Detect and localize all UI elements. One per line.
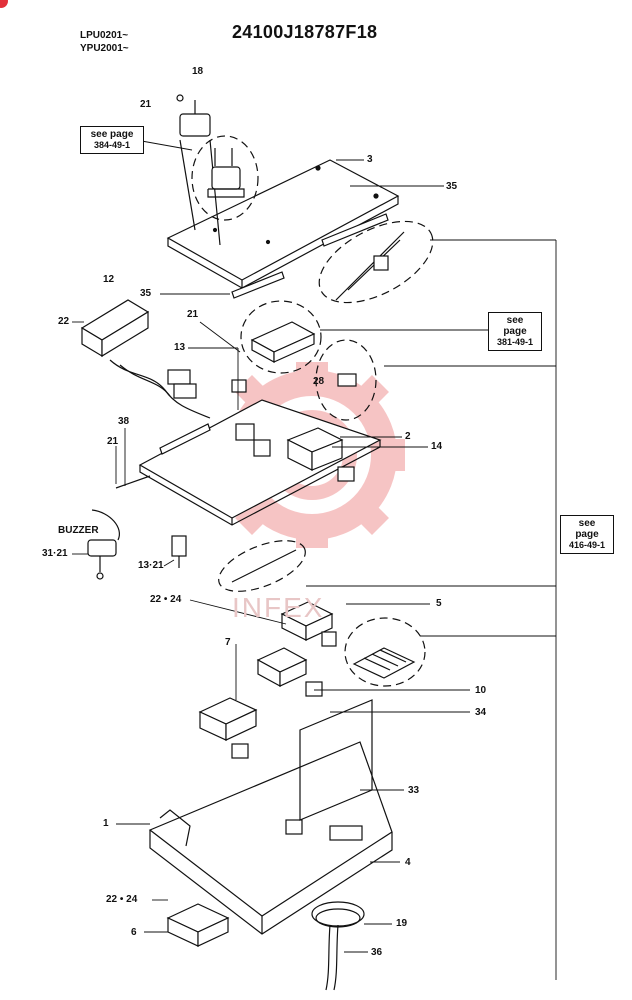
callout-38: 38 xyxy=(118,416,130,427)
module-5 xyxy=(280,601,337,647)
bottom-plate-1 xyxy=(148,699,393,935)
see-page-ref-381-line1: see xyxy=(506,315,524,326)
callout-31-21: 31·21 xyxy=(42,548,68,559)
callout-21: 21 xyxy=(107,436,119,447)
see-page-ref-416-line3: 416-49-1 xyxy=(568,540,606,550)
model-range-2: YPU2001~ xyxy=(80,43,129,54)
see-page-ref-416-line1: see xyxy=(578,518,596,529)
callout-21: 21 xyxy=(187,309,199,320)
module-7 xyxy=(198,697,258,759)
callout-5: 5 xyxy=(436,598,442,609)
terminal-block-detail xyxy=(352,647,416,679)
module-6 xyxy=(166,903,230,947)
callout-28: 28 xyxy=(313,376,325,387)
callout-34: 34 xyxy=(475,707,487,718)
callout-22-24: 22 • 24 xyxy=(150,594,182,605)
callout-13-21: 13·21 xyxy=(138,560,164,571)
model-range-1: LPU0201~ xyxy=(80,30,129,41)
relay-detail-1 xyxy=(207,148,245,198)
module-10 xyxy=(256,647,323,697)
see-page-ref-381-line3: 381-49-1 xyxy=(496,337,534,347)
callout-6: 6 xyxy=(131,927,137,938)
callout-13: 13 xyxy=(174,342,186,353)
callout-35: 35 xyxy=(446,181,458,192)
callout-18: 18 xyxy=(192,66,204,77)
callout-2: 2 xyxy=(405,431,411,442)
callout-22: 22 xyxy=(58,316,70,327)
page-corner-badge: 4 xyxy=(0,0,8,8)
see-page-ref-381[interactable]: see page 381-49-1 xyxy=(488,312,542,351)
callout-22-24: 22 • 24 xyxy=(106,894,138,905)
callout-33: 33 xyxy=(408,785,420,796)
see-page-ref-384-line1: see page xyxy=(90,129,134,140)
buzzer-part xyxy=(87,509,120,580)
callout-3: 3 xyxy=(367,154,373,165)
callout-buzzer: BUZZER xyxy=(58,525,99,536)
callout-12: 12 xyxy=(103,274,115,285)
see-page-ref-416[interactable]: see page 416-49-1 xyxy=(560,515,614,554)
part-code-title: 24100J18787F18 xyxy=(232,22,378,42)
callout-4: 4 xyxy=(405,857,411,868)
relay-18 xyxy=(176,94,221,246)
see-page-ref-384-line2: 384-49-1 xyxy=(93,140,131,150)
watermark-text: INFEX xyxy=(232,592,325,623)
module-14 xyxy=(286,427,355,482)
callout-35: 35 xyxy=(140,288,152,299)
see-page-ref-384[interactable]: see page 384-49-1 xyxy=(80,126,144,154)
callout-14: 14 xyxy=(431,441,443,452)
callout-21: 21 xyxy=(140,99,152,110)
connector-13 xyxy=(167,369,197,399)
see-page-ref-416-line2: page xyxy=(575,529,599,540)
callout-19: 19 xyxy=(396,918,408,929)
harness-19-36 xyxy=(311,901,365,991)
controller-12 xyxy=(80,299,211,419)
leader-lines xyxy=(72,139,557,980)
callout-10: 10 xyxy=(475,685,487,696)
callout-1: 1 xyxy=(103,818,109,829)
see-page-ref-381-line2: page xyxy=(503,326,527,337)
callout-7: 7 xyxy=(225,637,231,648)
callout-36: 36 xyxy=(371,947,383,958)
module-detail-381 xyxy=(250,321,316,364)
